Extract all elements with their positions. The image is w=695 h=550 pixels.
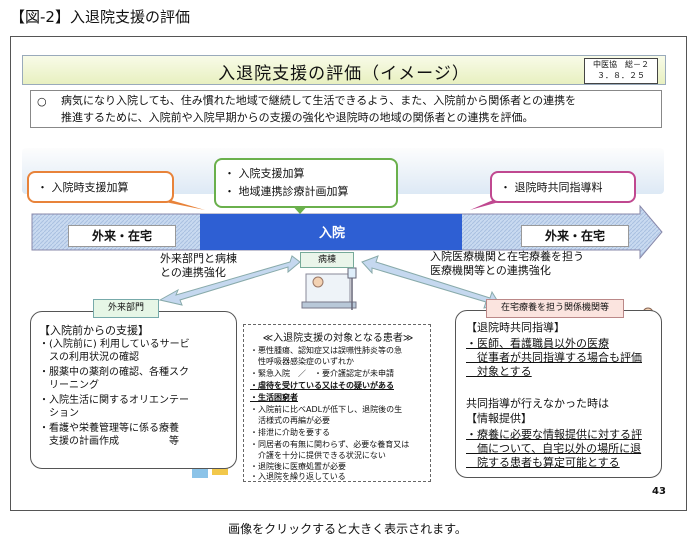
- joint-guidance-text: 対象とする: [466, 365, 532, 378]
- source-tag: 中医協 総－２ ３．８．２５: [584, 58, 658, 84]
- target-patient-item: 性呼吸器感染症のいずれか: [250, 357, 354, 366]
- hospital-bed-illustration: [301, 267, 357, 310]
- source-tag-line1: 中医協 総－２: [593, 60, 649, 69]
- timeline-inpatient-segment: [200, 214, 462, 250]
- intro-line-2: 推進するために、入院前や入院早期からの支援の強化や退院時の地域の関係者との連携を…: [61, 111, 534, 124]
- outpatient-heading: 【入院前からの支援】: [39, 324, 149, 337]
- joint-guidance-text: 従事者が共同指導する場合も評価: [466, 351, 642, 364]
- intro-bullet: ○: [37, 95, 47, 108]
- outpatient-panel: 【入院前からの支援】 ・(入院前に) 利用しているサービ スの利用状況の確認 ・…: [30, 311, 237, 469]
- timeline-left-label: 外来・在宅: [68, 225, 176, 247]
- target-patient-item: ・緊急入院 ／ ・要介護認定が未申請: [250, 369, 394, 378]
- outpatient-item: ・看護や栄養管理等に係る療養: [39, 423, 179, 434]
- target-patients-panel: ≪入退院支援の対象となる患者≫ ・悪性腫瘍、認知症又は誤嚥性肺炎等の急 性呼吸器…: [243, 324, 431, 482]
- note-left-line2: との連携強化: [160, 266, 226, 279]
- slide-title: 入退院支援の評価（イメージ）: [218, 64, 470, 84]
- callout-discharge-guidance: ・ 退院時共同指導料: [490, 171, 636, 203]
- timeline-right-label: 外来・在宅: [521, 225, 629, 247]
- callout-right-text: ・ 退院時共同指導料: [500, 181, 603, 194]
- source-tag-line2: ３．８．２５: [597, 71, 645, 80]
- outpatient-item: ・入院生活に関するオリエンテー: [39, 395, 189, 406]
- outpatient-item: スの利用状況の確認: [39, 352, 139, 363]
- figure-caption: 【図-2】入退院支援の評価: [10, 8, 190, 26]
- info-provision-text: ・療養に必要な情報提供に対する評: [466, 428, 642, 441]
- target-patient-item: ・同居者の有無に関わらず、必要な養育又は: [250, 440, 410, 449]
- outpatient-item: 支援の計画作成 等: [39, 436, 179, 447]
- outpatient-tag: 外来部門: [93, 299, 159, 318]
- target-patient-item: ・悪性腫瘍、認知症又は誤嚥性肺炎等の急: [250, 346, 402, 355]
- info-provision-text: 院する患者も算定可能とする: [466, 456, 620, 469]
- target-patient-item: ・虐待を受けている又はその疑いがある: [250, 381, 394, 390]
- target-patient-item: ・排泄に介助を要する: [250, 428, 330, 437]
- note-right-line1: 入院医療機関と在宅療養を担う: [430, 250, 584, 263]
- enlarge-caption: 画像をクリックすると大きく表示されます。: [228, 522, 467, 536]
- target-patients-heading: ≪入退院支援の対象となる患者≫: [262, 333, 414, 344]
- joint-guidance-text: ・医師、看護職員以外の医療: [466, 337, 609, 350]
- callout-mid-line2: ・ 地域連携診療計画加算: [224, 185, 349, 198]
- timeline-center-label: 入院: [318, 226, 345, 241]
- title-bar: 入退院支援の評価（イメージ）: [22, 55, 666, 85]
- callout-inpatient-support: ・ 入院支援加算 ・ 地域連携診療計画加算: [214, 158, 398, 208]
- page-number: 43: [652, 486, 666, 497]
- intro-box: ○ 病気になり入院しても、住み慣れた地域で継続して生活できるよう、また、入院前か…: [30, 90, 662, 128]
- target-patient-item: 活様式の再編が必要: [250, 416, 330, 425]
- outpatient-item: ション: [39, 408, 79, 419]
- intro-line-1: 病気になり入院しても、住み慣れた地域で継続して生活できるよう、また、入院前から関…: [61, 94, 577, 107]
- note-outpatient-ward: 外来部門と病棟 との連携強化: [160, 252, 237, 280]
- note-right-line2: 医療機関等との連携強化: [430, 264, 551, 277]
- home-care-tag: 在宅療養を担う関係機関等: [486, 299, 624, 318]
- target-patient-item: 介護を十分に提供できる状況にない: [250, 451, 386, 460]
- target-patient-item: ・退院後に医療処置が必要: [250, 462, 346, 471]
- info-provision-heading: 【情報提供】: [466, 412, 532, 425]
- outpatient-item: ・(入院前に) 利用しているサービ: [39, 339, 190, 350]
- target-patient-item: ・生活困窮者: [250, 393, 298, 402]
- ward-label: 病棟: [300, 252, 354, 268]
- home-care-panel: 【退院時共同指導】 ・医師、看護職員以外の医療 従事者が共同指導する場合も評価 …: [455, 310, 662, 478]
- callout-mid-line1: ・ 入院支援加算: [224, 167, 305, 180]
- callout-left-text: ・ 入院時支援加算: [37, 181, 129, 194]
- callout-admission-support: ・ 入院時支援加算: [27, 171, 174, 203]
- target-patient-item: ・入退院を繰り返している: [250, 472, 346, 481]
- fallback-line: 共同指導が行えなかった時は: [466, 397, 609, 410]
- note-hospital-home: 入院医療機関と在宅療養を担う 医療機関等との連携強化: [430, 250, 584, 278]
- joint-guidance-heading: 【退院時共同指導】: [466, 321, 565, 334]
- info-provision-text: 価について、自宅以外の場所に退: [466, 442, 642, 455]
- target-patient-item: ・入院前に比べADLが低下し、退院後の生: [250, 405, 403, 414]
- note-left-line1: 外来部門と病棟: [160, 252, 237, 265]
- outpatient-item: リーニング: [39, 380, 99, 391]
- outpatient-item: ・服薬中の薬剤の確認、各種スク: [39, 367, 189, 378]
